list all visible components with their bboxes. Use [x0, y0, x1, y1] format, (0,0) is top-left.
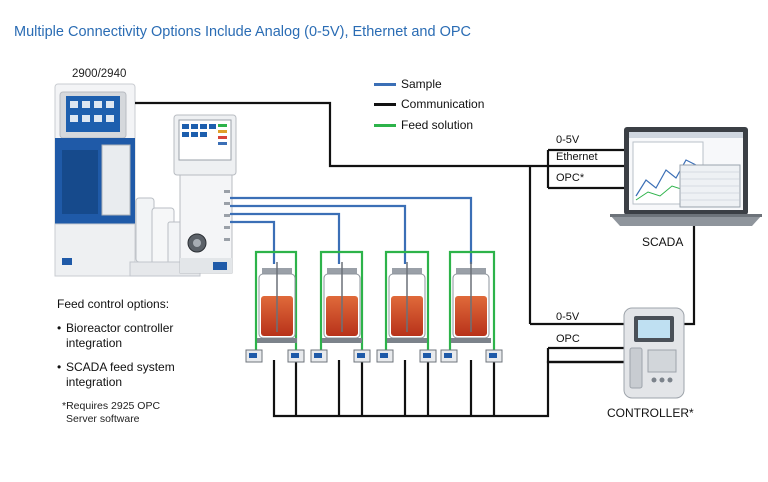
scada-label: SCADA — [642, 235, 684, 249]
feed-option-bullet-1: • — [57, 321, 62, 335]
feed-module-2940-icon — [173, 114, 237, 274]
feed-option-2-line-1: SCADA feed system — [66, 360, 175, 374]
controller-label: CONTROLLER* — [607, 406, 694, 420]
feed-option-bullet-2: • — [57, 360, 62, 374]
legend-label-feed: Feed solution — [401, 118, 474, 132]
controller-icon — [623, 307, 685, 399]
footnote-line-2: Server software — [66, 413, 140, 425]
scada-port-opc: OPC* — [556, 172, 585, 184]
bioreactor-1-icon — [257, 262, 297, 343]
feed-pump-icon — [376, 349, 394, 363]
bioreactor-4-icon — [451, 262, 491, 343]
feed-pump-icon — [310, 349, 328, 363]
legend-swatch-sample — [374, 83, 396, 86]
footnote-line-1: *Requires 2925 OPC — [62, 400, 161, 412]
feed-pump-icon — [440, 349, 458, 363]
feed-pump-icon — [485, 349, 503, 363]
feed-option-1-line-2: integration — [66, 336, 123, 350]
feed-pump-icon — [287, 349, 305, 363]
feed-options-heading: Feed control options: — [57, 297, 170, 311]
scada-laptop-icon — [610, 127, 762, 226]
feed-pump-icon — [419, 349, 437, 363]
scada-port-0-5v: 0-5V — [556, 134, 580, 146]
feed-pump-icon — [245, 349, 263, 363]
diagram-title: Multiple Connectivity Options Include An… — [14, 24, 471, 40]
sample-lines — [230, 196, 473, 264]
feed-pump-icon — [353, 349, 371, 363]
legend-swatch-communication — [374, 103, 396, 106]
bioreactor-3-icon — [387, 262, 427, 343]
analyzer-2900-icon — [54, 83, 136, 277]
feed-pumps — [245, 349, 503, 363]
legend-label-communication: Communication — [401, 97, 485, 111]
feed-option-1-line-1: Bioreactor controller — [66, 321, 174, 335]
device-label: 2900/2940 — [72, 68, 127, 80]
legend-label-sample: Sample — [401, 77, 442, 91]
feed-option-2-line-2: integration — [66, 375, 123, 389]
controller-port-opc: OPC — [556, 333, 580, 345]
bioreactor-2-icon — [322, 262, 362, 343]
scada-port-ethernet: Ethernet — [556, 151, 598, 163]
controller-port-0-5v: 0-5V — [556, 311, 580, 323]
feed-lines — [254, 250, 496, 352]
legend-swatch-feed — [374, 124, 396, 127]
communication-lines — [135, 101, 696, 418]
